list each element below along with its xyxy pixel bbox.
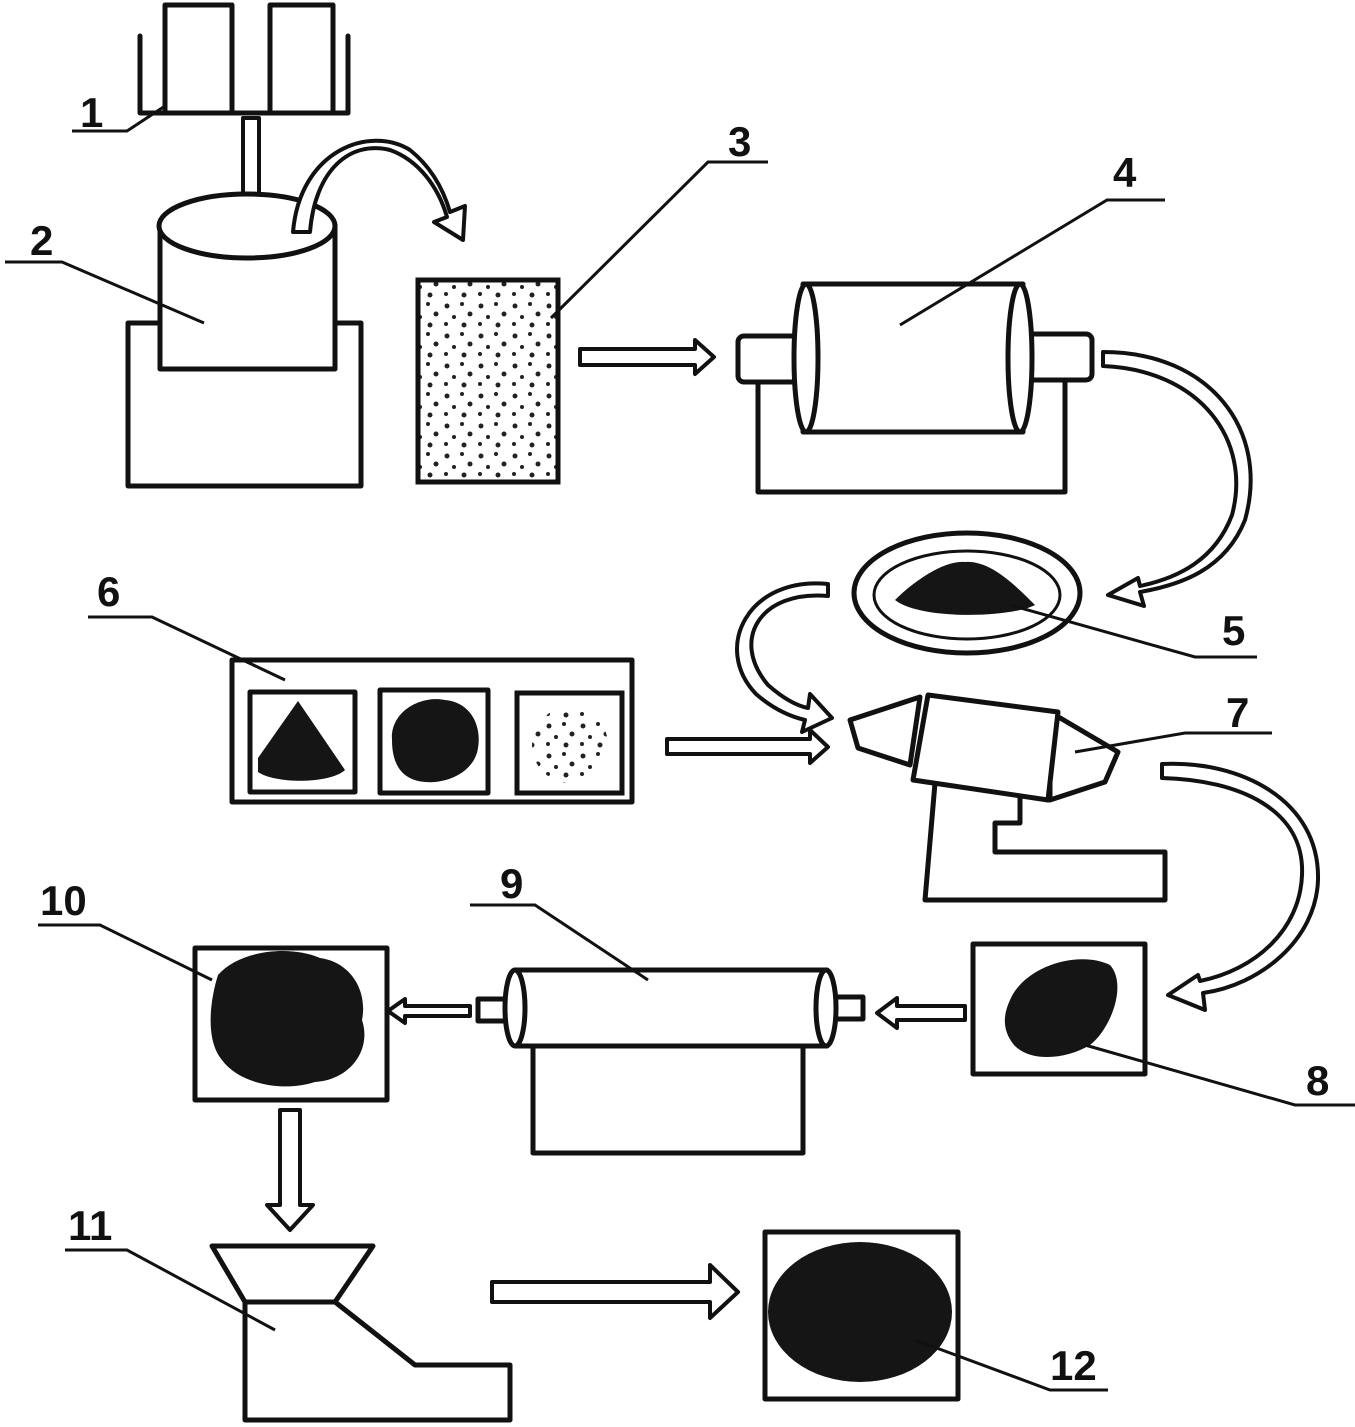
item-12-final-powder: 12 xyxy=(762,1229,1108,1402)
item-3-speckled-sheet: 3 xyxy=(415,118,768,485)
arrow-8-to-9 xyxy=(875,996,967,1030)
item-1-feed-containers: 1 xyxy=(72,2,351,136)
item-2-mixing-vessel: 2 xyxy=(5,191,364,489)
arrow-curved-2-to-3 xyxy=(291,138,467,242)
item-9-tube-furnace: 9 xyxy=(470,860,866,1156)
arrow-3-to-4 xyxy=(578,338,716,376)
label-6: 6 xyxy=(97,568,120,615)
arrow-curved-7-to-8 xyxy=(1160,761,1321,1012)
label-5: 5 xyxy=(1222,607,1245,654)
arrow-11-to-12 xyxy=(490,1263,740,1320)
granule-lump xyxy=(391,699,479,783)
arrow-curved-5-to-7 xyxy=(735,581,834,734)
item-7-v-mixer: 7 xyxy=(847,689,1272,903)
label-11: 11 xyxy=(68,1202,112,1249)
item-6-sample-panel: 6 xyxy=(88,568,635,805)
label-2: 2 xyxy=(30,217,53,264)
cone-powder xyxy=(258,701,345,781)
label-9: 9 xyxy=(500,860,523,907)
item-4-ball-mill: 4 xyxy=(735,149,1165,495)
item-10-sintered-lump: 10 xyxy=(38,877,390,1103)
label-3: 3 xyxy=(728,118,751,165)
label-4: 4 xyxy=(1113,149,1137,196)
label-7: 7 xyxy=(1226,689,1249,736)
arrow-6-to-7 xyxy=(665,728,830,765)
item-5-powder-dish: 5 xyxy=(851,530,1257,659)
arrow-10-to-11 xyxy=(265,1108,315,1232)
label-8: 8 xyxy=(1306,1057,1329,1104)
label-10: 10 xyxy=(40,877,87,924)
label-1: 1 xyxy=(80,89,103,136)
label-12: 12 xyxy=(1050,1342,1097,1389)
arrow-9-to-10 xyxy=(386,997,472,1025)
item-11-hopper: 11 xyxy=(65,1202,513,1423)
item-8-granule-sample: 8 xyxy=(970,941,1355,1107)
arrow-curved-4-to-5 xyxy=(1101,350,1253,608)
